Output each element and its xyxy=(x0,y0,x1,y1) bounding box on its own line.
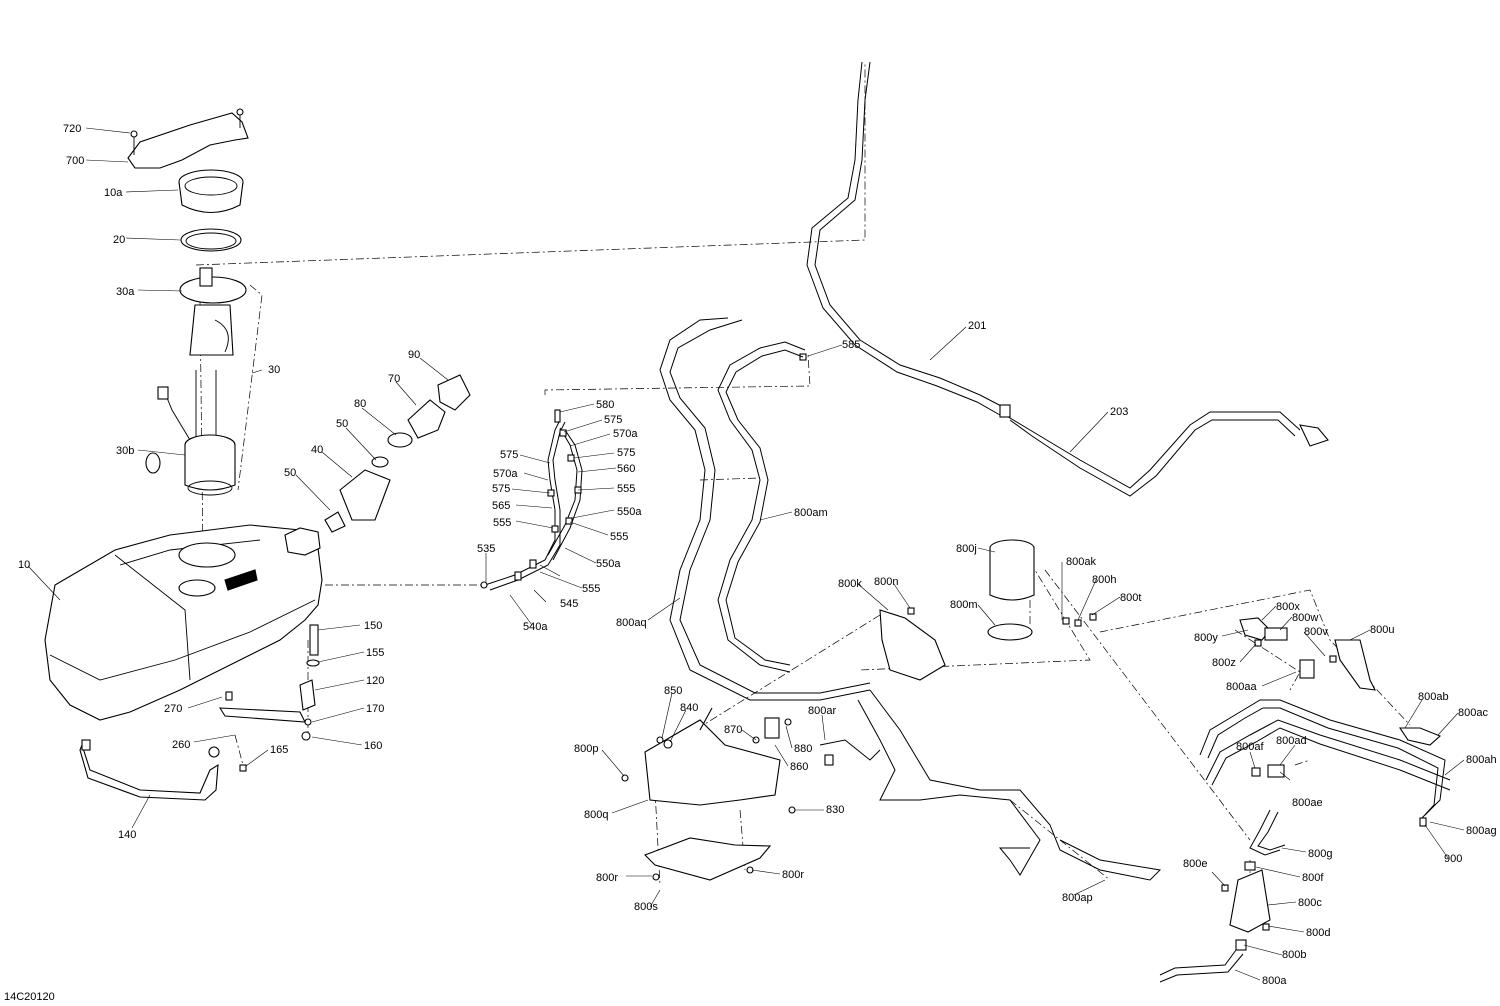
callout-label: 720 xyxy=(63,123,81,135)
callout-label: 575 xyxy=(617,447,635,459)
callout-label: 535 xyxy=(477,543,495,555)
callout-label: 160 xyxy=(364,740,382,752)
callout-label: 30 xyxy=(268,364,280,376)
callout-label: 800m xyxy=(950,599,978,611)
callout-label: 800c xyxy=(1298,897,1322,909)
callout-label: 575 xyxy=(492,483,510,495)
callout-label: 800v xyxy=(1304,626,1328,638)
callout-label: 850 xyxy=(664,685,682,697)
callout-label: 830 xyxy=(826,804,844,816)
callout-label: 50 xyxy=(336,418,348,430)
callout-label: 201 xyxy=(968,320,986,332)
evap-components xyxy=(879,539,1376,691)
callout-label: 800h xyxy=(1092,574,1116,586)
callout-label: 800d xyxy=(1306,927,1330,939)
fuel-line-set xyxy=(480,353,807,591)
callout-label: 840 xyxy=(680,702,698,714)
callout-label: 585 xyxy=(842,339,860,351)
callout-label: 870 xyxy=(724,724,742,736)
callout-label: 30a xyxy=(116,286,135,298)
callout-label: 800e xyxy=(1183,858,1207,870)
callout-label: 800af xyxy=(1236,741,1264,753)
long-hoses xyxy=(659,61,1329,881)
callout-label: 800aq xyxy=(616,617,647,629)
callout-label: 50 xyxy=(284,467,296,479)
callout-label: 800t xyxy=(1120,592,1141,604)
callout-label: 570a xyxy=(613,428,638,440)
callout-label: 800ad xyxy=(1276,735,1307,747)
callout-label: 140 xyxy=(118,829,136,841)
callout-label: 555 xyxy=(582,583,600,595)
callout-label: 555 xyxy=(493,517,511,529)
callout-label: 880 xyxy=(794,743,812,755)
callout-label: 800y xyxy=(1194,632,1218,644)
fuel-tank-assembly xyxy=(44,108,471,801)
callout-label: 30b xyxy=(116,445,134,457)
callout-label: 565 xyxy=(492,500,510,512)
callout-label: 260 xyxy=(172,739,190,751)
leader-lines xyxy=(27,127,1465,981)
callout-label: 270 xyxy=(164,703,182,715)
callout-label: 800ah xyxy=(1466,754,1497,766)
callout-label: 800p xyxy=(574,743,598,755)
callout-label: 70 xyxy=(388,373,400,385)
callout-label: 800f xyxy=(1302,872,1324,884)
mount-brackets xyxy=(621,707,881,881)
callout-label: 560 xyxy=(617,463,635,475)
callout-label: 800aa xyxy=(1226,681,1257,693)
callout-label: 800z xyxy=(1212,657,1236,669)
callout-label: 150 xyxy=(364,620,382,632)
callout-label: 555 xyxy=(617,483,635,495)
callout-label: 165 xyxy=(270,744,288,756)
callout-label: 20 xyxy=(113,234,125,246)
callout-label: 40 xyxy=(311,444,323,456)
callout-label: 800w xyxy=(1292,612,1318,624)
callout-label: 800b xyxy=(1282,949,1306,961)
callout-label: 120 xyxy=(366,675,384,687)
callout-label: 800x xyxy=(1276,601,1300,613)
callout-label: 800s xyxy=(634,901,658,913)
callout-label: 203 xyxy=(1110,406,1128,418)
callout-label: 700 xyxy=(66,155,84,167)
callout-label: 800k xyxy=(838,578,862,590)
callout-label: 800r xyxy=(596,872,618,884)
figure-id: 14C20120 xyxy=(4,991,55,1003)
callout-label: 540a xyxy=(523,621,548,633)
callout-label: 800ac xyxy=(1458,707,1488,719)
callout-label: 550a xyxy=(617,506,642,518)
callout-label: 800j xyxy=(956,543,977,555)
callout-label: 10a xyxy=(104,187,123,199)
callout-label: 155 xyxy=(366,647,384,659)
callout-label: 900 xyxy=(1444,853,1462,865)
callout-label: 575 xyxy=(604,414,622,426)
callout-label: 545 xyxy=(560,598,578,610)
callout-label: 800ag xyxy=(1466,825,1497,837)
callout-labels: 720 700 10a 20 30a 30 30b 90 70 80 50 40 50 10 150 155 1… xyxy=(18,123,1497,987)
callout-label: 575 xyxy=(500,449,518,461)
callout-label: 90 xyxy=(408,349,420,361)
callout-label: 800ae xyxy=(1292,797,1323,809)
callout-label: 800q xyxy=(584,809,608,821)
callout-label: 550a xyxy=(596,558,621,570)
callout-label: 800n xyxy=(874,576,898,588)
callout-label: 80 xyxy=(354,398,366,410)
callout-label: 800a xyxy=(1262,975,1287,987)
callout-label: 800g xyxy=(1308,848,1332,860)
callout-label: 800am xyxy=(794,507,828,519)
callout-label: 570a xyxy=(493,468,518,480)
callout-label: 800ar xyxy=(808,705,836,717)
callout-label: 800u xyxy=(1370,624,1394,636)
callout-label: 800ab xyxy=(1418,691,1449,703)
right-hose-group xyxy=(1159,699,1451,983)
callout-label: 580 xyxy=(596,399,614,411)
callout-label: 800ak xyxy=(1066,556,1096,568)
callout-label: 555 xyxy=(610,531,628,543)
callout-label: 800ap xyxy=(1062,892,1093,904)
callout-label: 170 xyxy=(366,703,384,715)
callout-label: 800r xyxy=(782,869,804,881)
callout-label: 10 xyxy=(18,559,30,571)
callout-label: 860 xyxy=(790,761,808,773)
